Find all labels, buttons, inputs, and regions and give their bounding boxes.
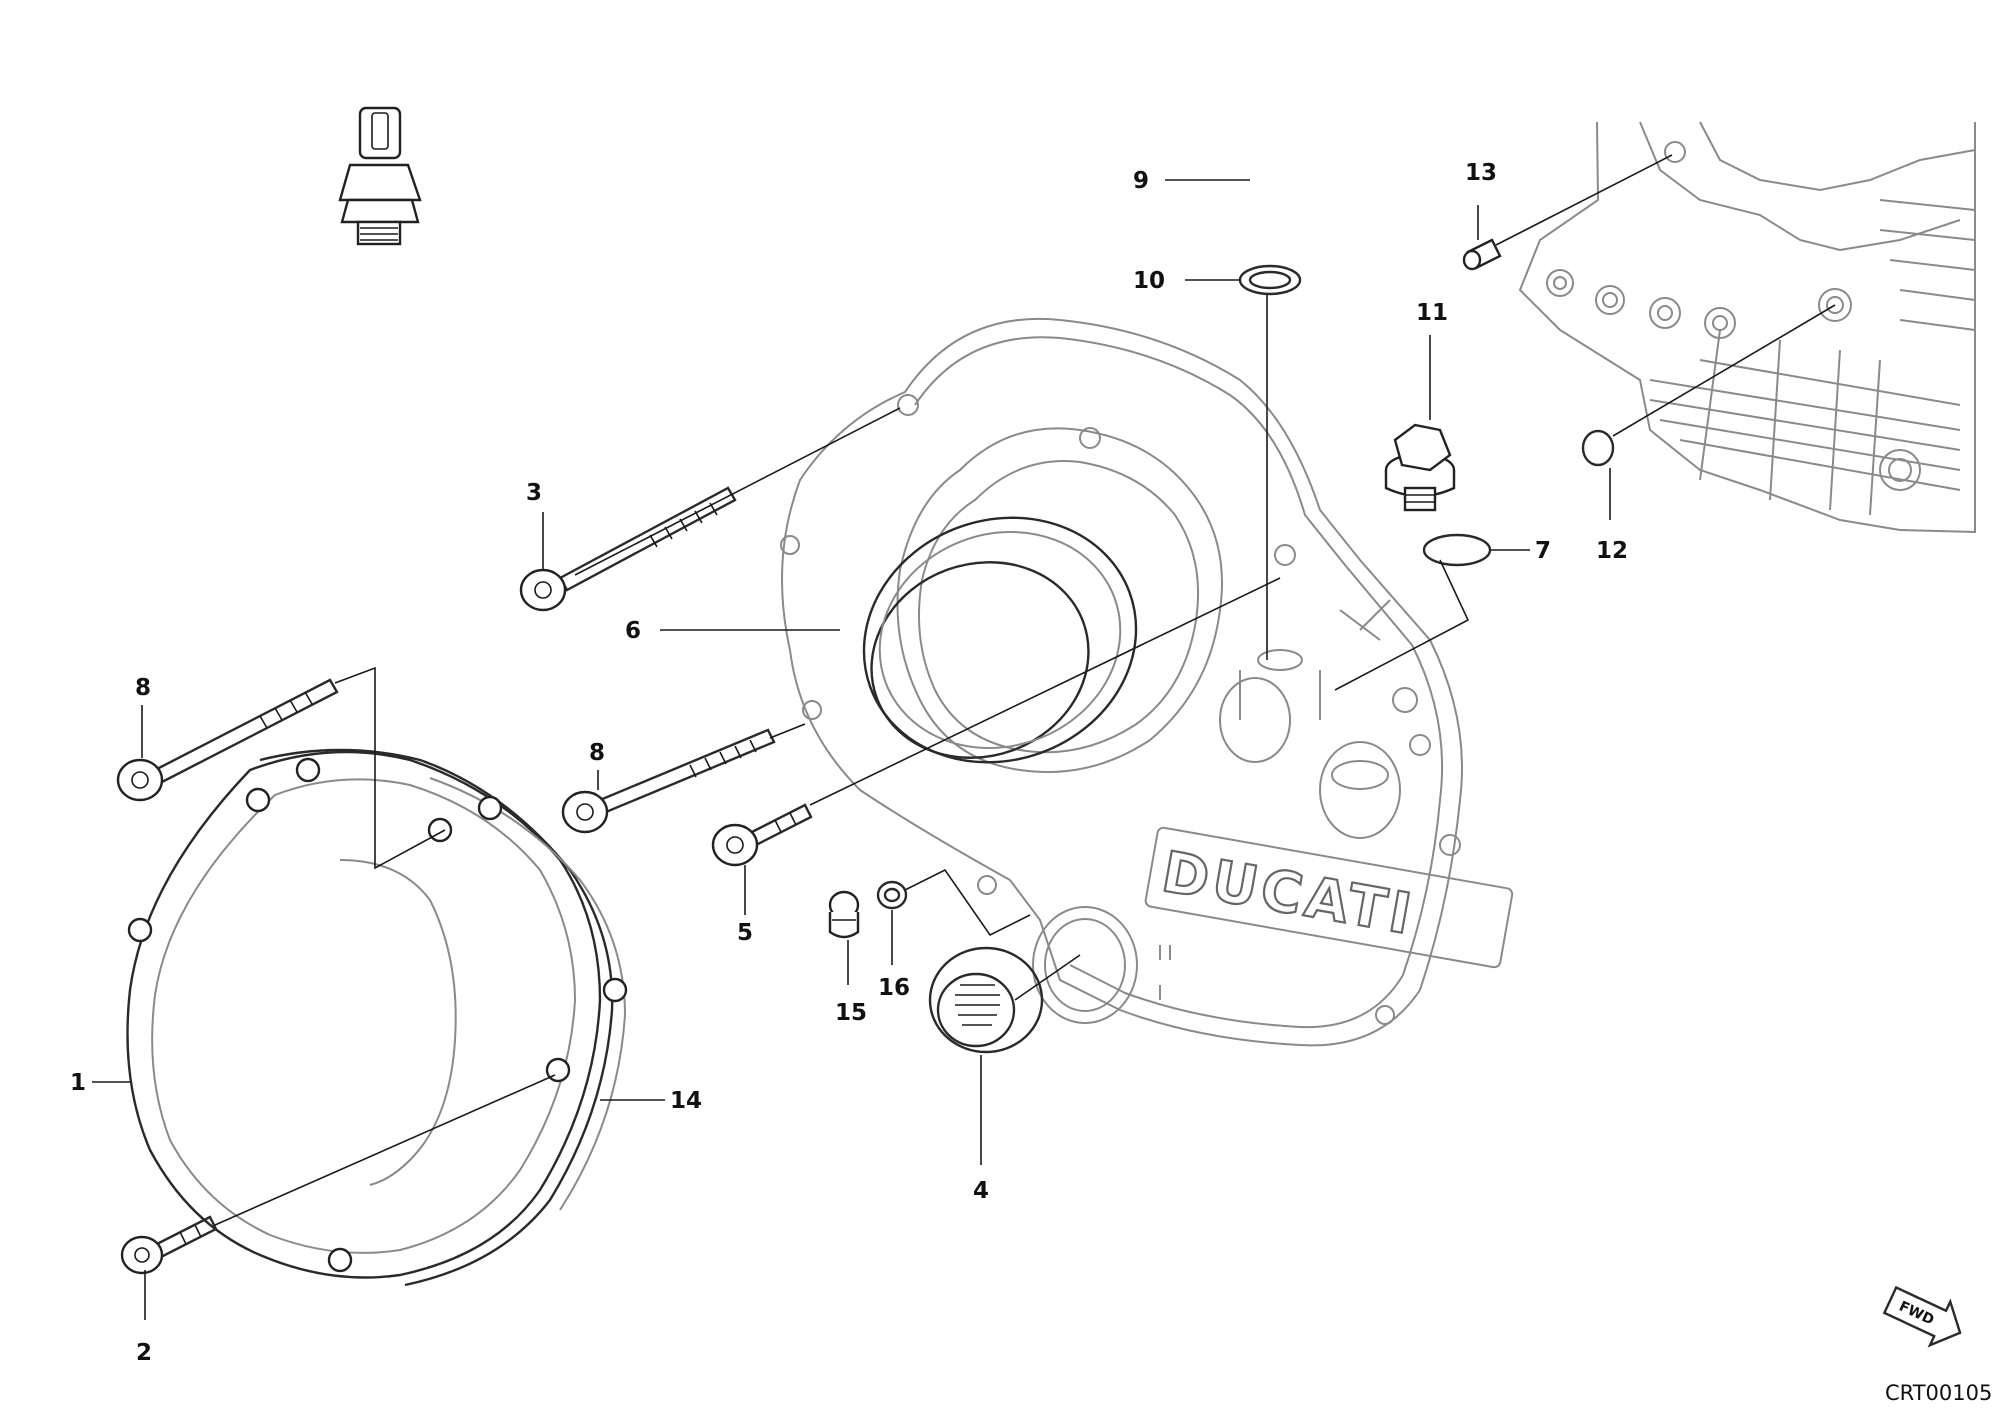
clutch-cover: DUCATI (780, 318, 1514, 1047)
forward-direction-arrow: FWD (1882, 1285, 1962, 1348)
temperature-sensor (338, 106, 422, 246)
dowel-pin (1462, 238, 1502, 271)
outer-clutch-cover (126, 748, 628, 1287)
oil-filler-plug (1384, 423, 1456, 512)
label-part-13: 13 (1465, 160, 1497, 186)
long-screw-8a (116, 678, 339, 802)
crankcase-o-ring (1581, 429, 1615, 467)
label-part-2: 2 (136, 1340, 152, 1366)
label-part-15: 15 (835, 1000, 867, 1026)
crankcase-section (1518, 121, 1976, 534)
label-part-11: 11 (1416, 300, 1448, 326)
crankcase-ribs (1649, 329, 1961, 516)
label-part-8b: 8 (589, 740, 605, 766)
oil-seal (928, 946, 1044, 1054)
label-part-9: 9 (1133, 168, 1149, 194)
label-part-1: 1 (70, 1070, 86, 1096)
label-part-10: 10 (1133, 268, 1165, 294)
short-screw-5 (711, 803, 813, 867)
drawing-code: CRT00105 (1885, 1381, 1992, 1405)
label-part-6: 6 (625, 618, 641, 644)
plug-o-ring (1422, 533, 1492, 567)
label-part-14: 14 (670, 1088, 702, 1114)
leader-lines (92, 179, 1611, 1320)
sensor-washer (1238, 264, 1302, 296)
label-part-16: 16 (878, 975, 910, 1001)
short-screw-2 (120, 1215, 218, 1275)
label-part-8a: 8 (135, 675, 151, 701)
assembly-lines (214, 154, 1836, 1226)
label-part-5: 5 (737, 920, 753, 946)
long-screw-3 (519, 486, 737, 612)
small-plug (828, 890, 860, 939)
small-washer (876, 880, 908, 910)
part-number-labels: 1 2 3 4 5 6 7 8 8 9 10 11 12 13 14 15 16 (70, 160, 1628, 1366)
long-screw-8b (561, 728, 776, 834)
label-part-12: 12 (1596, 538, 1628, 564)
gear-seal-ring (862, 516, 1138, 764)
label-part-3: 3 (526, 480, 542, 506)
label-part-7: 7 (1535, 538, 1551, 564)
label-part-4: 4 (973, 1178, 989, 1204)
